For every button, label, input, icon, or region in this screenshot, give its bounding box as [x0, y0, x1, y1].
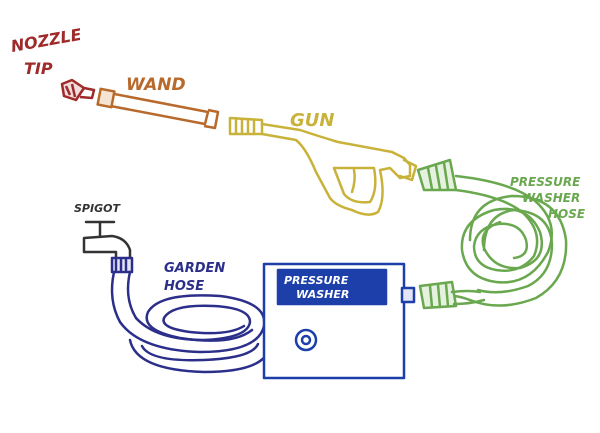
nozzle-tip-label-line1: NOZZLE [9, 25, 83, 56]
gun-label: GUN [290, 110, 334, 131]
garden-hose-label-line1: GARDEN [164, 261, 225, 276]
gun [230, 118, 416, 215]
pressure-washer-label-line2: WASHER [296, 288, 349, 301]
pressure-washer-hose-label-line2: WASHER [522, 191, 580, 205]
wand-label: WAND [126, 75, 186, 95]
spigot-label: SPIGOT [74, 202, 121, 215]
nozzle-tip [62, 80, 94, 100]
pressure-washer-hose-label-line1: PRESSURE [510, 175, 581, 189]
garden-hose-label-line2: HOSE [164, 279, 204, 294]
pressure-washer-hose-label-line3: HOSE [548, 207, 586, 221]
pressure-washer-label-line1: PRESSURE [284, 274, 349, 287]
nozzle-tip-label-line2: TIP [24, 59, 53, 78]
spigot [84, 222, 130, 262]
